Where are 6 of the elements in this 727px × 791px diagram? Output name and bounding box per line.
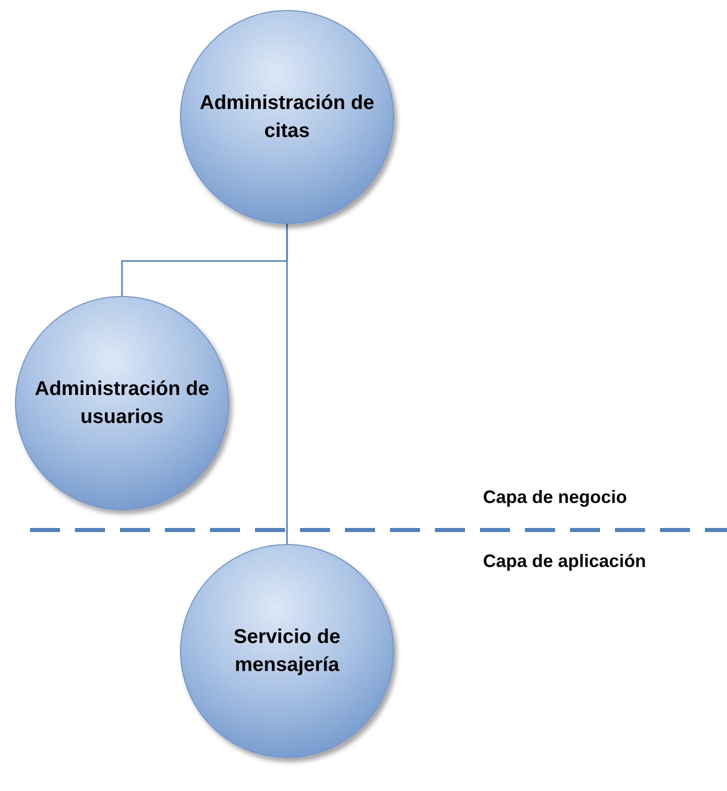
connector-line <box>286 224 288 544</box>
node-label: Administración de usuarios <box>34 377 210 430</box>
node-label: Administración de citas <box>198 91 376 144</box>
layer-label: Capa de negocio <box>483 487 628 508</box>
node-label: Servicio de mensajería <box>232 625 342 678</box>
layer-label: Capa de aplicación <box>483 551 646 572</box>
